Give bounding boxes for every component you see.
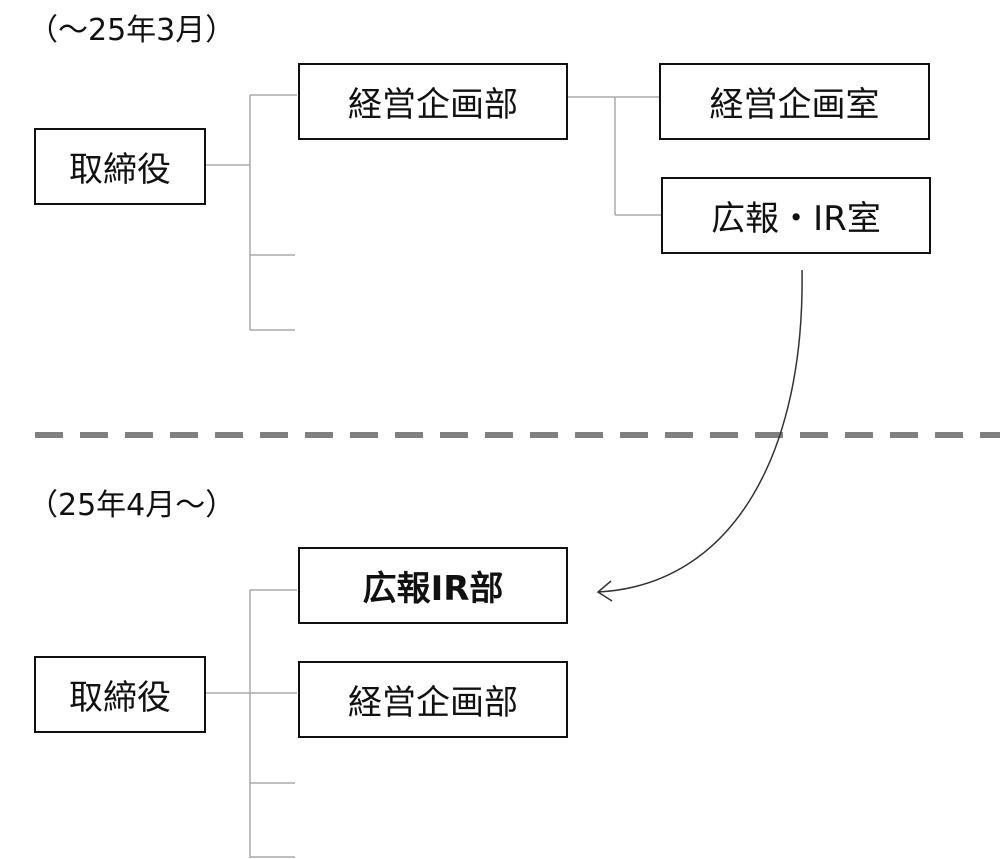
org-box-board-before: 取締役 xyxy=(34,128,206,205)
period-label-after: （25年4月～） xyxy=(28,488,236,523)
org-box-unit-1: 経営企画室 xyxy=(659,63,930,140)
org-box-unit-2: 広報・IR室 xyxy=(661,177,931,254)
org-box-new-dept: 広報IR部 xyxy=(298,547,568,624)
period-label-before: （～25年3月） xyxy=(28,13,236,48)
org-box-board-after: 取締役 xyxy=(34,656,206,733)
move-arrowhead xyxy=(596,580,613,602)
org-box-dept-after: 経営企画部 xyxy=(298,661,568,738)
org-box-dept-before: 経営企画部 xyxy=(298,63,568,140)
move-arrow xyxy=(597,269,803,593)
